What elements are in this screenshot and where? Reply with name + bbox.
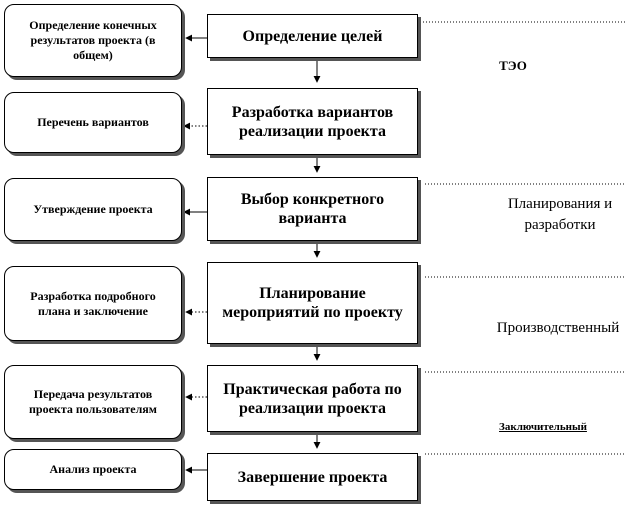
step-box-planning: Планирование мероприятий по проекту xyxy=(207,262,418,344)
step-box-completion: Завершение проекта xyxy=(207,453,418,501)
step-text-practical: Практическая работа по реализации проект… xyxy=(223,380,402,417)
result-box-approval: Утверждение проекта xyxy=(4,178,182,241)
result-box-handover: Передача результатов проекта пользовател… xyxy=(4,365,182,439)
result-box-plan: Разработка подробного плана и заключение xyxy=(4,266,182,341)
result-text-handover: Передача результатов проекта пользовател… xyxy=(29,387,157,416)
result-box-analysis: Анализ проекта xyxy=(4,449,182,490)
step-text-choice: Выбор конкретного варианта xyxy=(240,191,385,227)
phase-label-closing: Заключительный xyxy=(499,421,587,433)
result-text-analysis: Анализ проекта xyxy=(49,462,137,476)
result-box-variants: Перечень вариантов xyxy=(4,92,182,153)
result-box-goals: Определение конечных результатов проекта… xyxy=(4,4,182,77)
result-text-approval: Утверждение проекта xyxy=(33,202,153,216)
step-box-practical: Практическая работа по реализации проект… xyxy=(207,365,418,432)
step-text-variants: Разработка вариантов реализации проекта xyxy=(231,103,394,140)
step-text-completion: Завершение проекта xyxy=(237,468,388,486)
phase-label-production: Производственный xyxy=(496,320,620,336)
result-text-goals: Определение конечных результатов проекта… xyxy=(29,18,157,62)
step-box-variants: Разработка вариантов реализации проекта xyxy=(207,88,418,155)
result-text-plan: Разработка подробного плана и заключение xyxy=(30,288,156,318)
step-text-planning: Планирование мероприятий по проекту xyxy=(222,285,403,321)
phase-label-feasibility: ТЭО xyxy=(499,58,527,73)
result-text-variants: Перечень вариантов xyxy=(37,115,149,129)
step-box-goals: Определение целей xyxy=(207,14,418,58)
step-box-choice: Выбор конкретного варианта xyxy=(207,177,418,241)
step-text-goals: Определение целей xyxy=(242,27,383,45)
phase-label-planning: Планирования и разработки xyxy=(507,196,613,233)
